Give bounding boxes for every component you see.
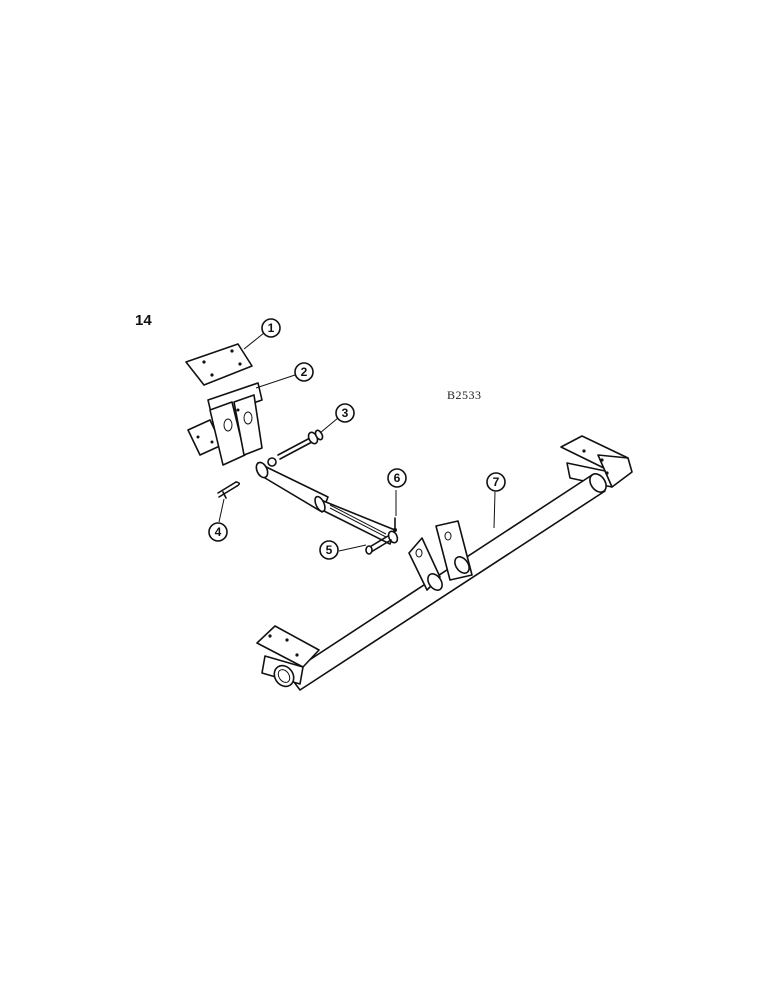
callout-7: 7 xyxy=(486,472,506,492)
part-6-clip xyxy=(393,517,397,532)
callout-5: 5 xyxy=(319,540,339,560)
callout-label: 1 xyxy=(268,321,275,335)
part-3-bolt xyxy=(277,429,324,460)
callout-label: 3 xyxy=(342,406,349,420)
part-5-pin xyxy=(365,535,392,555)
drawing-reference: B2533 xyxy=(447,388,482,402)
callout-label: 6 xyxy=(394,471,401,485)
callout-4: 4 xyxy=(208,522,228,542)
part-2-bracket xyxy=(187,382,263,466)
callout-label: 7 xyxy=(493,475,500,489)
part-1-plate xyxy=(185,343,253,386)
strut-cylinder xyxy=(255,457,399,545)
callout-6: 6 xyxy=(387,468,407,488)
part-7-axle-tube xyxy=(256,435,633,691)
leader-lines xyxy=(218,332,496,552)
callout-1: 1 xyxy=(261,318,281,338)
callout-label: 4 xyxy=(215,525,222,539)
part-4-cotter-pin xyxy=(217,481,241,499)
callout-3: 3 xyxy=(335,403,355,423)
callout-2: 2 xyxy=(294,362,314,382)
figure-number: 14 xyxy=(135,312,152,329)
callout-label: 2 xyxy=(301,365,308,379)
callout-label: 5 xyxy=(326,543,333,557)
